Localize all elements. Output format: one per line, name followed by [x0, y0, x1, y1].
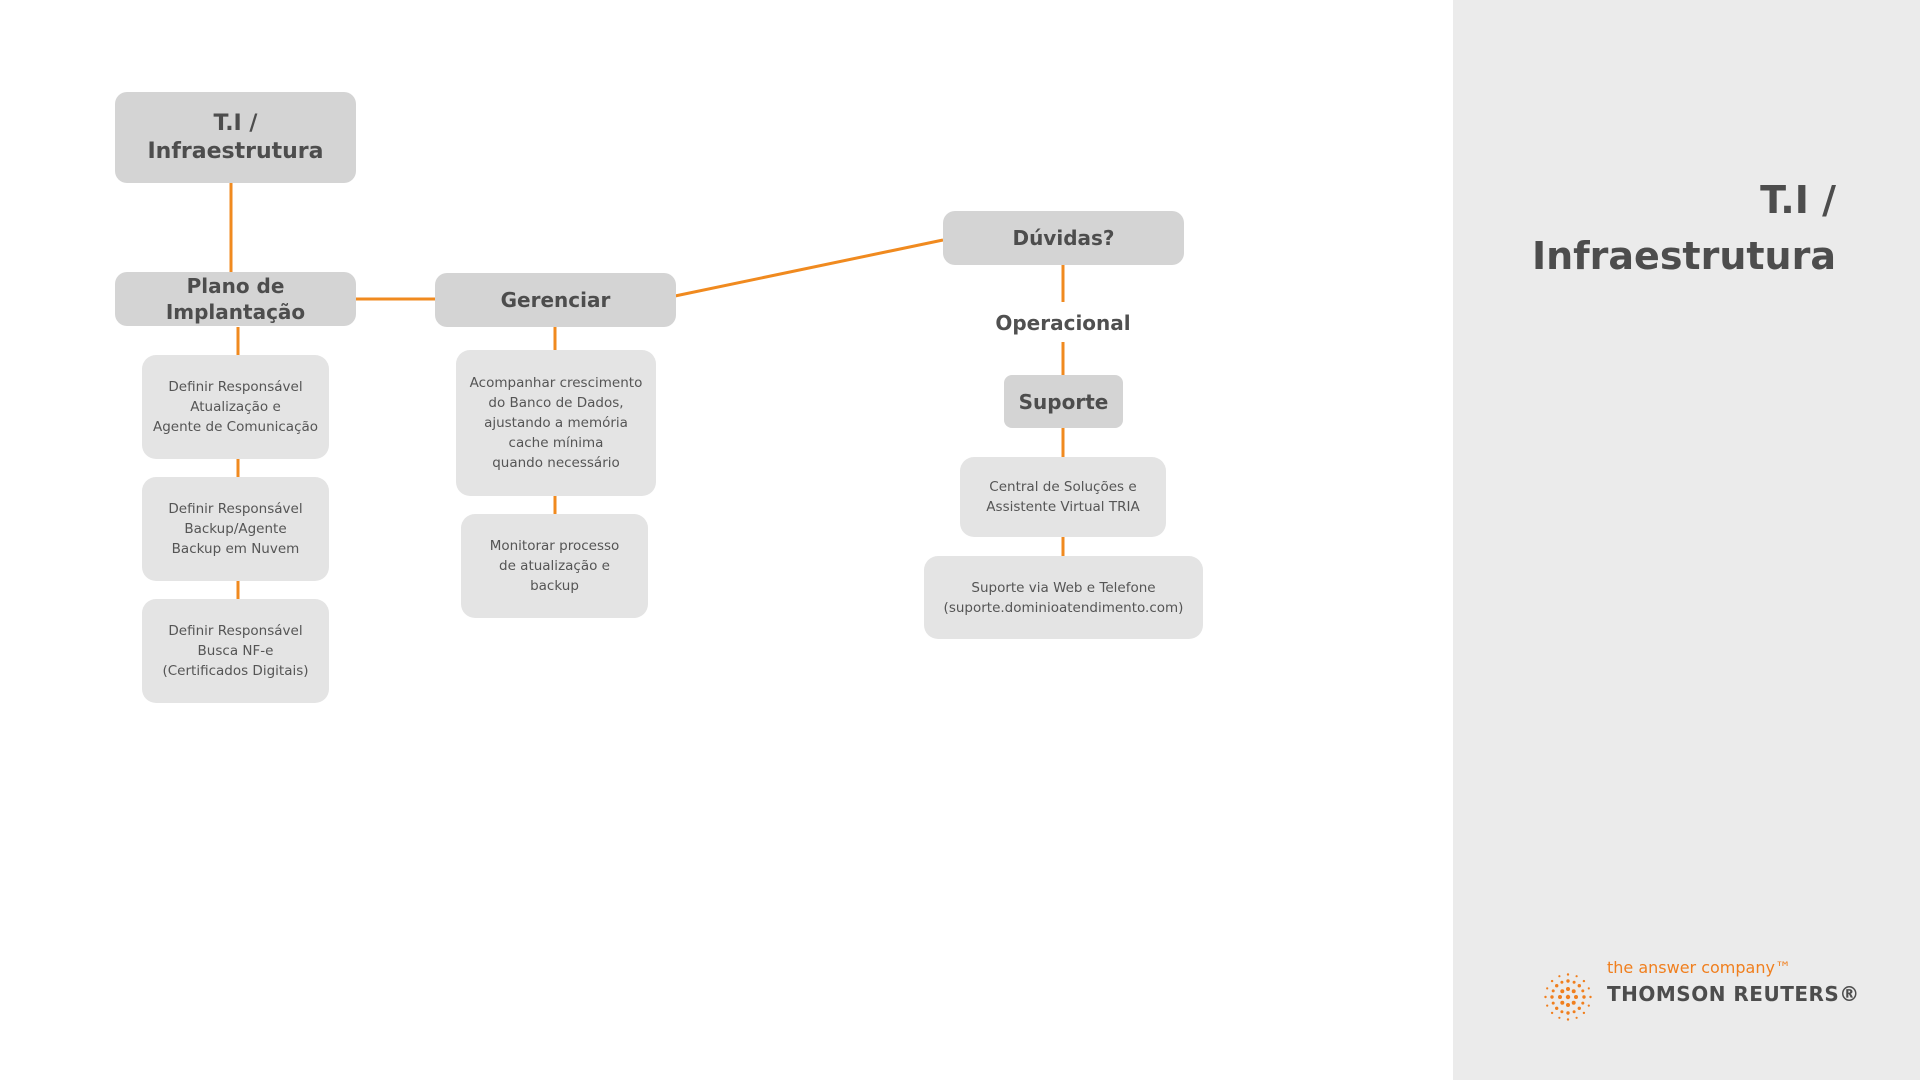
- diagram-canvas: T.I / Infraestrutura Plano de Implantaçã…: [115, 92, 1203, 703]
- sidebar-title: T.I / Infraestrutura: [1531, 178, 1836, 278]
- root-node: T.I / Infraestrutura: [115, 92, 356, 183]
- gerenciar-node: Gerenciar: [435, 273, 676, 327]
- thomson-reuters-logo: the answer company™ THOMSON REUTERS®: [1543, 958, 1859, 1028]
- plano-item-3: Definir Responsável Busca NF-e (Certific…: [142, 599, 329, 703]
- sidebar-panel: T.I / Infraestrutura: [1453, 0, 1920, 1080]
- gerenciar-item-2: Monitorar processo de atualização e back…: [461, 514, 648, 618]
- connector-gerenciar-duvidas: [674, 238, 944, 298]
- operacional-label: Operacional: [983, 308, 1143, 338]
- connector-lines: [229, 183, 1065, 599]
- plano-item-2: Definir Responsável Backup/Agente Backup…: [142, 477, 329, 581]
- suporte-item-1: Central de Soluções e Assistente Virtual…: [960, 457, 1166, 537]
- thomson-reuters-dot-sphere-icon: [1544, 973, 1592, 1021]
- suporte-node: Suporte: [1004, 375, 1123, 428]
- plano-item-1: Definir Responsável Atualização e Agente…: [142, 355, 329, 459]
- logo-tagline: the answer company™: [1607, 958, 1791, 977]
- gerenciar-item-1: Acompanhar crescimento do Banco de Dados…: [456, 350, 656, 496]
- duvidas-node: Dúvidas?: [943, 211, 1184, 265]
- suporte-item-2: Suporte via Web e Telefone (suporte.domi…: [924, 556, 1203, 639]
- logo-name: THOMSON REUTERS®: [1607, 982, 1860, 1006]
- plano-node: Plano de Implantação: [115, 272, 356, 326]
